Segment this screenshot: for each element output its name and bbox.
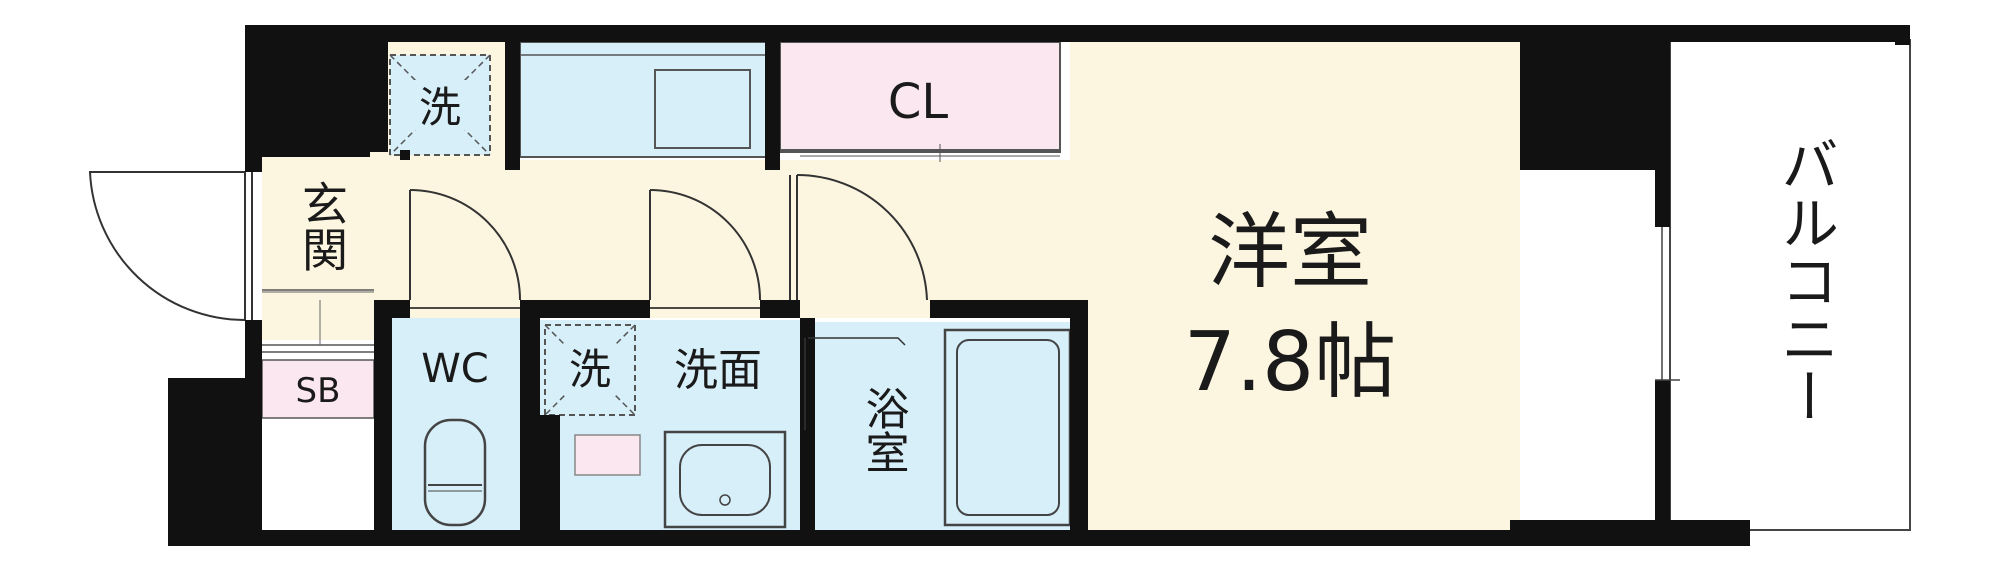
toilet-tank bbox=[423, 418, 487, 527]
bathtub bbox=[943, 328, 1072, 527]
balcony-window bbox=[1655, 227, 1680, 381]
shoe-box-label: SB bbox=[296, 371, 341, 411]
toilet-label: WC bbox=[421, 346, 488, 392]
door-gap-wc bbox=[410, 300, 520, 318]
vanity bbox=[663, 430, 787, 529]
washroom-door bbox=[649, 189, 761, 301]
western-room-name: 洋室 bbox=[1208, 205, 1372, 300]
door-gap-washroom bbox=[650, 300, 760, 318]
closet-label: CL bbox=[888, 74, 949, 130]
bathtub-inner bbox=[956, 339, 1060, 516]
walls bbox=[168, 25, 1910, 546]
washer-space-bottom-label: 洗 bbox=[569, 345, 611, 394]
door-gap-upper bbox=[800, 300, 930, 318]
closet-area bbox=[779, 41, 1061, 153]
balcony-floor bbox=[1669, 39, 1911, 531]
washroom-label: 洗面 bbox=[674, 345, 762, 396]
entrance-door bbox=[88, 171, 253, 322]
western-room-floor bbox=[1070, 40, 1520, 530]
kitchen-counter bbox=[519, 41, 776, 158]
balcony-label: バルコニー bbox=[1771, 135, 1839, 425]
washer-label-bg bbox=[410, 80, 470, 130]
wash-shelf bbox=[574, 434, 641, 476]
bath-door bbox=[804, 337, 906, 430]
bath-label: 浴室 bbox=[858, 386, 909, 474]
kitchen-sink bbox=[654, 69, 751, 149]
entrance-floor bbox=[262, 155, 380, 340]
vanity-drain bbox=[719, 494, 731, 506]
hall-floor bbox=[380, 160, 1080, 305]
room-door bbox=[789, 174, 928, 301]
western-room-size: 7.8帖 bbox=[1184, 315, 1396, 410]
vanity-basin bbox=[679, 444, 771, 516]
shoe-box bbox=[261, 359, 375, 419]
entrance-label: 玄関 bbox=[295, 180, 349, 272]
wc-door bbox=[409, 189, 521, 301]
washer2-label-bg bbox=[562, 345, 620, 395]
washer-space-top-label: 洗 bbox=[419, 83, 461, 132]
